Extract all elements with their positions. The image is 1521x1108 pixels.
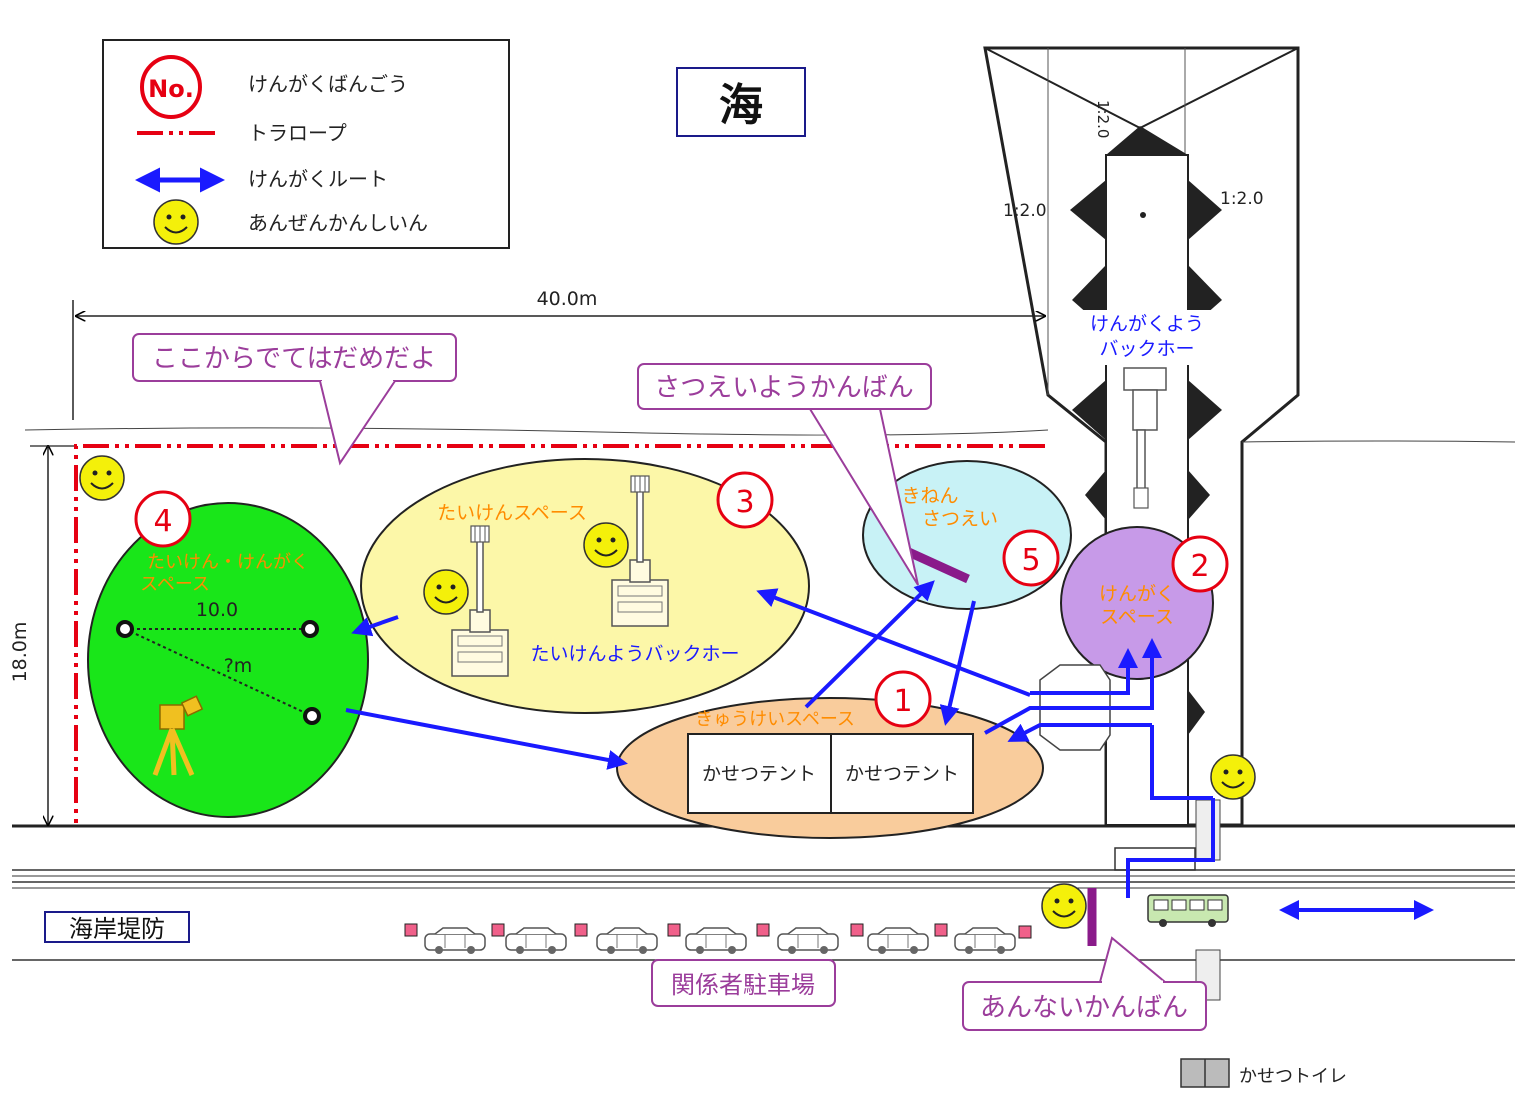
- zone-3-number: 3: [735, 485, 754, 520]
- temporary-tent-left: [687, 733, 832, 814]
- width-dimension-label: 40.0m: [537, 288, 598, 310]
- zone-3-label: たいけんスペース: [437, 502, 587, 524]
- pier-backhoe-label-2: バックホー: [1099, 338, 1194, 360]
- safety-monitor-3-icon: [583, 522, 629, 568]
- callout-photo-sign-text: さつえいようかんばん: [654, 373, 913, 403]
- surveying-instrument-icon: [152, 695, 204, 776]
- legend-number-symbol: No.: [148, 75, 194, 103]
- zone-5-label-2: さつえい: [922, 508, 998, 530]
- safety-monitor-1-icon: [79, 455, 125, 501]
- slope-label-right: 1:2.0: [1220, 189, 1264, 209]
- callout-parking: 関係者駐車場: [651, 959, 836, 1007]
- height-dimension: 18.0m: [9, 446, 75, 825]
- legend-rope-label: トラロープ: [248, 121, 347, 145]
- temporary-toilet-icon: [1180, 1058, 1230, 1088]
- callout-photo-sign: さつえいようかんばん: [637, 363, 932, 586]
- safety-monitor-5-icon: [1041, 883, 1087, 929]
- car-icon: [596, 927, 658, 955]
- rope-boundary: [74, 444, 1045, 825]
- photo-sign-board: [900, 544, 970, 584]
- zone-3-backhoe-label: たいけんようバックホー: [530, 643, 739, 665]
- car-icon: [777, 927, 839, 955]
- zone-4-distance-a: 10.0: [196, 599, 238, 621]
- pier-backhoe-label-1: けんがくよう: [1090, 313, 1204, 335]
- car-icon: [867, 927, 929, 955]
- legend: No. けんがくばんごう トラロープ けんがくルート あんぜんかんしいん: [102, 39, 510, 249]
- zone-4-experience-observation: たいけん・けんがく スペース 10.0 ?m 4: [87, 490, 369, 818]
- toilet-label: かせつトイレ: [1239, 1066, 1347, 1087]
- levee-label-box: [44, 911, 190, 943]
- zone-1-label: きゅうけいスペース: [695, 709, 855, 730]
- car-icon: [505, 927, 567, 955]
- shoreline-left: [24, 427, 1049, 436]
- zone-3-experience-space: たいけんスペース たいけんようバックホー 3: [360, 458, 810, 714]
- car-icon: [685, 927, 747, 955]
- sea-label: 海: [719, 80, 763, 131]
- car-icon: [954, 927, 1016, 955]
- callout-parking-text: 関係者駐車場: [671, 971, 815, 999]
- callout-guide-sign: あんないかんばん: [962, 888, 1207, 1031]
- observation-route: [345, 580, 1434, 920]
- slope-label-left: 1:2.0: [1003, 201, 1047, 221]
- temporary-tent-right: [830, 733, 974, 814]
- callout-guide-sign-text: あんないかんばん: [980, 993, 1188, 1023]
- zone-5-label-1: きねん: [901, 485, 958, 507]
- zone-2-observation-space: けんがく スペース 2: [1060, 526, 1229, 680]
- car-icon: [424, 927, 486, 955]
- tent-right-label: かせつテント: [845, 763, 959, 785]
- bus-icon: [1147, 894, 1229, 927]
- zone-2-label-2: スペース: [1100, 606, 1174, 628]
- callout-no-exit-text: ここからでてはだめだよ: [152, 344, 436, 374]
- zone-4-number: 4: [153, 504, 172, 539]
- zone-4-distance-b: ?m: [224, 655, 253, 677]
- zone-2-number: 2: [1190, 549, 1209, 584]
- zone-1-rest-space: きゅうけいスペース かせつテント かせつテント 1: [616, 670, 1044, 839]
- sea-label-box: [676, 67, 806, 137]
- safety-monitor-4-icon: [1210, 754, 1256, 800]
- shoreline-right: [1241, 440, 1516, 443]
- levee-label: 海岸堤防: [69, 915, 165, 943]
- safety-monitor-2-icon: [423, 569, 469, 615]
- width-dimension: 40.0m: [72, 288, 1045, 420]
- zone-4-label-2: スペース: [140, 574, 210, 595]
- tent-left-label: かせつテント: [702, 763, 816, 785]
- zone-4-label-1: たいけん・けんがく: [147, 552, 309, 573]
- zone-2-label-1: けんがく: [1099, 583, 1175, 605]
- pier-backhoe-icon: [1123, 367, 1167, 509]
- zone-5-number: 5: [1021, 543, 1040, 578]
- legend-route-label: けんがくルート: [248, 167, 388, 191]
- legend-number-label: けんがくばんごう: [248, 72, 408, 96]
- slope-label-top: 1:2.0: [1094, 100, 1112, 138]
- zone-1-number: 1: [893, 684, 912, 719]
- pier-structure: 1:2.0 1:2.0 1:2.0 けんがくよう バックホー: [983, 46, 1300, 827]
- callout-no-exit: ここからでてはだめだよ: [132, 333, 457, 466]
- height-dimension-label: 18.0m: [9, 622, 31, 683]
- parking-cars: [404, 923, 1032, 955]
- legend-guard-icon: [153, 199, 199, 245]
- legend-guard-label: あんぜんかんしいん: [248, 211, 428, 235]
